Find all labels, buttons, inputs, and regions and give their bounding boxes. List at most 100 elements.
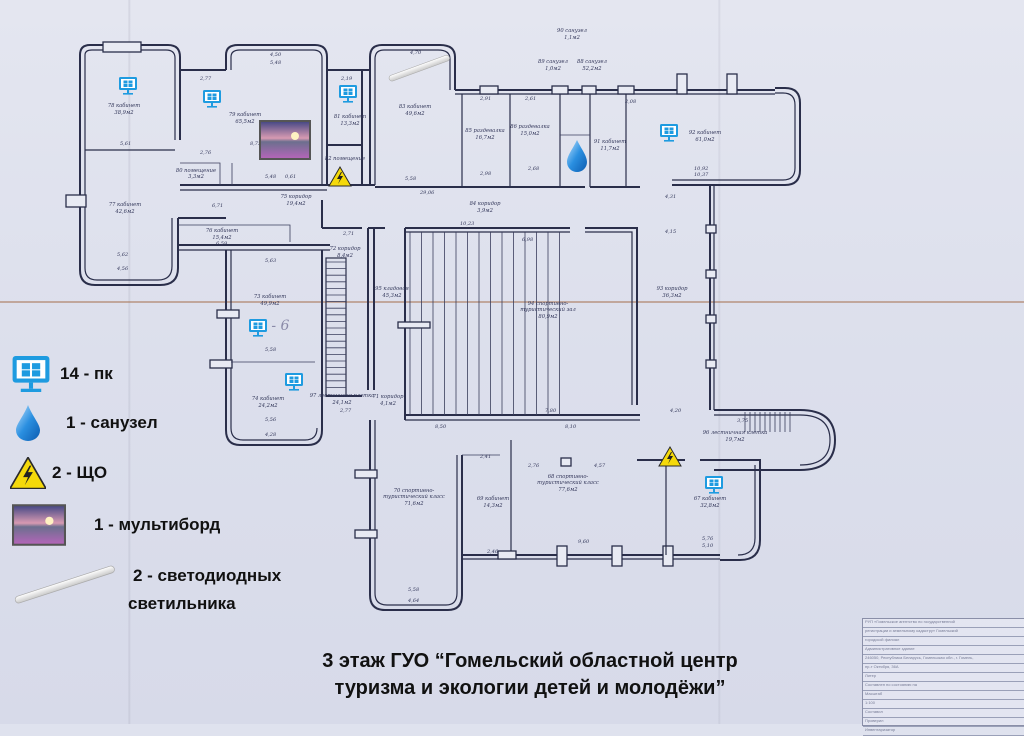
stamp-row: Литер (863, 673, 1024, 682)
stamp-row: пр-т Октября, 36А (863, 664, 1024, 673)
electrical-hazard-icon (328, 166, 352, 187)
room-79-walls (180, 44, 328, 191)
svg-text:32,8м2: 32,8м2 (700, 503, 719, 509)
svg-text:96 лестничная клетка: 96 лестничная клетка (703, 430, 768, 436)
water-drop-icon (16, 405, 40, 441)
svg-text:16,7м2: 16,7м2 (475, 135, 494, 141)
svg-text:туристический зал: туристический зал (520, 307, 576, 313)
svg-text:5,62: 5,62 (117, 252, 128, 258)
svg-text:2,91: 2,91 (479, 96, 491, 102)
svg-text:4,70: 4,70 (409, 50, 422, 56)
svg-text:5,56: 5,56 (265, 417, 277, 423)
top-rooms-walls (455, 85, 775, 188)
svg-text:73 кабинет: 73 кабинет (254, 293, 286, 300)
svg-text:77 кабинет: 77 кабинет (109, 201, 141, 208)
svg-text:52,2м2: 52,2м2 (582, 66, 601, 72)
stair-treads (326, 261, 346, 388)
svg-text:97 лестничная клетка: 97 лестничная клетка (310, 393, 375, 399)
stairwell-96 (714, 409, 837, 471)
svg-text:3,9м2: 3,9м2 (477, 208, 493, 214)
stamp-row: Составлен по состоянию на (863, 682, 1024, 691)
svg-text:71,6м2: 71,6м2 (404, 501, 423, 507)
svg-text:4,56: 4,56 (116, 266, 129, 272)
svg-text:13,3м2: 13,3м2 (340, 121, 359, 127)
computer-monitor-icon (705, 476, 723, 494)
legend-label: 1 - санузел (66, 413, 158, 432)
svg-text:15,4м2: 15,4м2 (212, 235, 231, 241)
svg-text:42,6м2: 42,6м2 (114, 209, 134, 215)
svg-text:72 коридор: 72 коридор (330, 246, 362, 252)
svg-text:8,4м2: 8,4м2 (337, 253, 353, 259)
svg-text:2,71: 2,71 (342, 231, 354, 237)
computer-monitor-icon (285, 373, 303, 391)
svg-text:8,10: 8,10 (565, 424, 577, 430)
dimension-labels: 4,50 5,48 2,77 2,19 4,70 2,91 2,61 2,08 … (116, 50, 748, 604)
svg-text:93 коридор: 93 коридор (657, 286, 689, 292)
legend-item-led-lights (10, 565, 120, 605)
svg-text:2,41: 2,41 (479, 454, 491, 460)
svg-text:11,7м2: 11,7м2 (600, 146, 619, 152)
svg-text:4,57: 4,57 (593, 463, 606, 469)
stamp-row: Инвентаризатор (863, 727, 1024, 736)
svg-text:6,71: 6,71 (212, 203, 223, 209)
water-drop-icon (567, 140, 587, 172)
svg-text:84 коридор: 84 коридор (470, 201, 502, 207)
svg-text:10,23: 10,23 (460, 221, 474, 227)
svg-text:4,50: 4,50 (269, 52, 282, 58)
stamp-row: Составил (863, 709, 1024, 718)
svg-text:5,48: 5,48 (265, 174, 276, 180)
room-78-walls (79, 41, 181, 175)
svg-text:71 коридор: 71 коридор (373, 394, 405, 400)
legend-item-multiboard: 1 - мультиборд (12, 503, 220, 547)
svg-text:7,80: 7,80 (545, 408, 557, 414)
svg-text:2,61: 2,61 (524, 96, 536, 102)
svg-text:91 кабинет: 91 кабинет (594, 138, 626, 145)
svg-text:69 кабинет: 69 кабинет (477, 495, 509, 502)
room-92-walls (672, 73, 801, 186)
svg-text:36,3м2: 36,3м2 (662, 293, 681, 299)
svg-text:4,20: 4,20 (669, 408, 682, 414)
stamp-row: РУП «Гомельское агентство по государстве… (863, 619, 1024, 628)
corridor-and-hall-walls (321, 185, 717, 421)
svg-text:1,1м2: 1,1м2 (564, 35, 580, 41)
svg-text:5,58: 5,58 (405, 176, 416, 182)
svg-text:67 кабинет: 67 кабинет (694, 495, 726, 502)
led-light-fixture-icon (14, 565, 115, 604)
svg-text:80 помещение: 80 помещение (176, 168, 216, 174)
svg-text:5,48: 5,48 (270, 60, 281, 66)
svg-text:24,1м2: 24,1м2 (331, 400, 351, 406)
svg-text:85 раздевалка: 85 раздевалка (465, 128, 504, 134)
room-label-78: 78 кабинет (108, 102, 140, 109)
svg-text:49,9м2: 49,9м2 (259, 301, 279, 307)
stamp-row: 246050, Республика Беларусь, Гомельская … (863, 655, 1024, 664)
svg-text:2,19: 2,19 (340, 76, 353, 82)
svg-text:0,61: 0,61 (285, 174, 296, 180)
svg-text:2,76: 2,76 (199, 150, 212, 156)
page-title: 3 этаж ГУО “Гомельский областной центр т… (250, 648, 810, 702)
svg-text:5,61: 5,61 (120, 141, 131, 147)
stamp-row: городской филиал (863, 637, 1024, 646)
computer-monitor-icon (249, 319, 267, 337)
svg-text:2,98: 2,98 (479, 171, 491, 177)
svg-text:5,76: 5,76 (702, 536, 714, 542)
legend-label-cont: светильника (128, 594, 236, 613)
stamp-row: Масштаб (863, 691, 1024, 700)
svg-text:6,98: 6,98 (522, 237, 533, 243)
svg-text:2,08: 2,08 (624, 99, 636, 105)
svg-text:65,5м2: 65,5м2 (235, 119, 254, 125)
legend-label: 2 - светодиодных (133, 566, 282, 585)
computer-monitor-icon (119, 77, 137, 95)
svg-text:45,3м2: 45,3м2 (381, 293, 401, 299)
electrical-hazard-icon (658, 446, 682, 467)
svg-text:29,06: 29,06 (419, 190, 435, 196)
stairwell-97 (325, 257, 362, 397)
svg-text:86 раздевалка: 86 раздевалка (510, 124, 549, 130)
legend-label: 1 - мультиборд (94, 515, 221, 534)
svg-text:49,6м2: 49,6м2 (404, 111, 424, 117)
svg-text:38,9м2: 38,9м2 (114, 110, 133, 116)
room-77-walls (65, 149, 179, 286)
led-light-fixture-icon (388, 54, 450, 82)
computer-monitor-icon (660, 124, 678, 142)
legend-label: 2 - ЩО (52, 463, 108, 482)
